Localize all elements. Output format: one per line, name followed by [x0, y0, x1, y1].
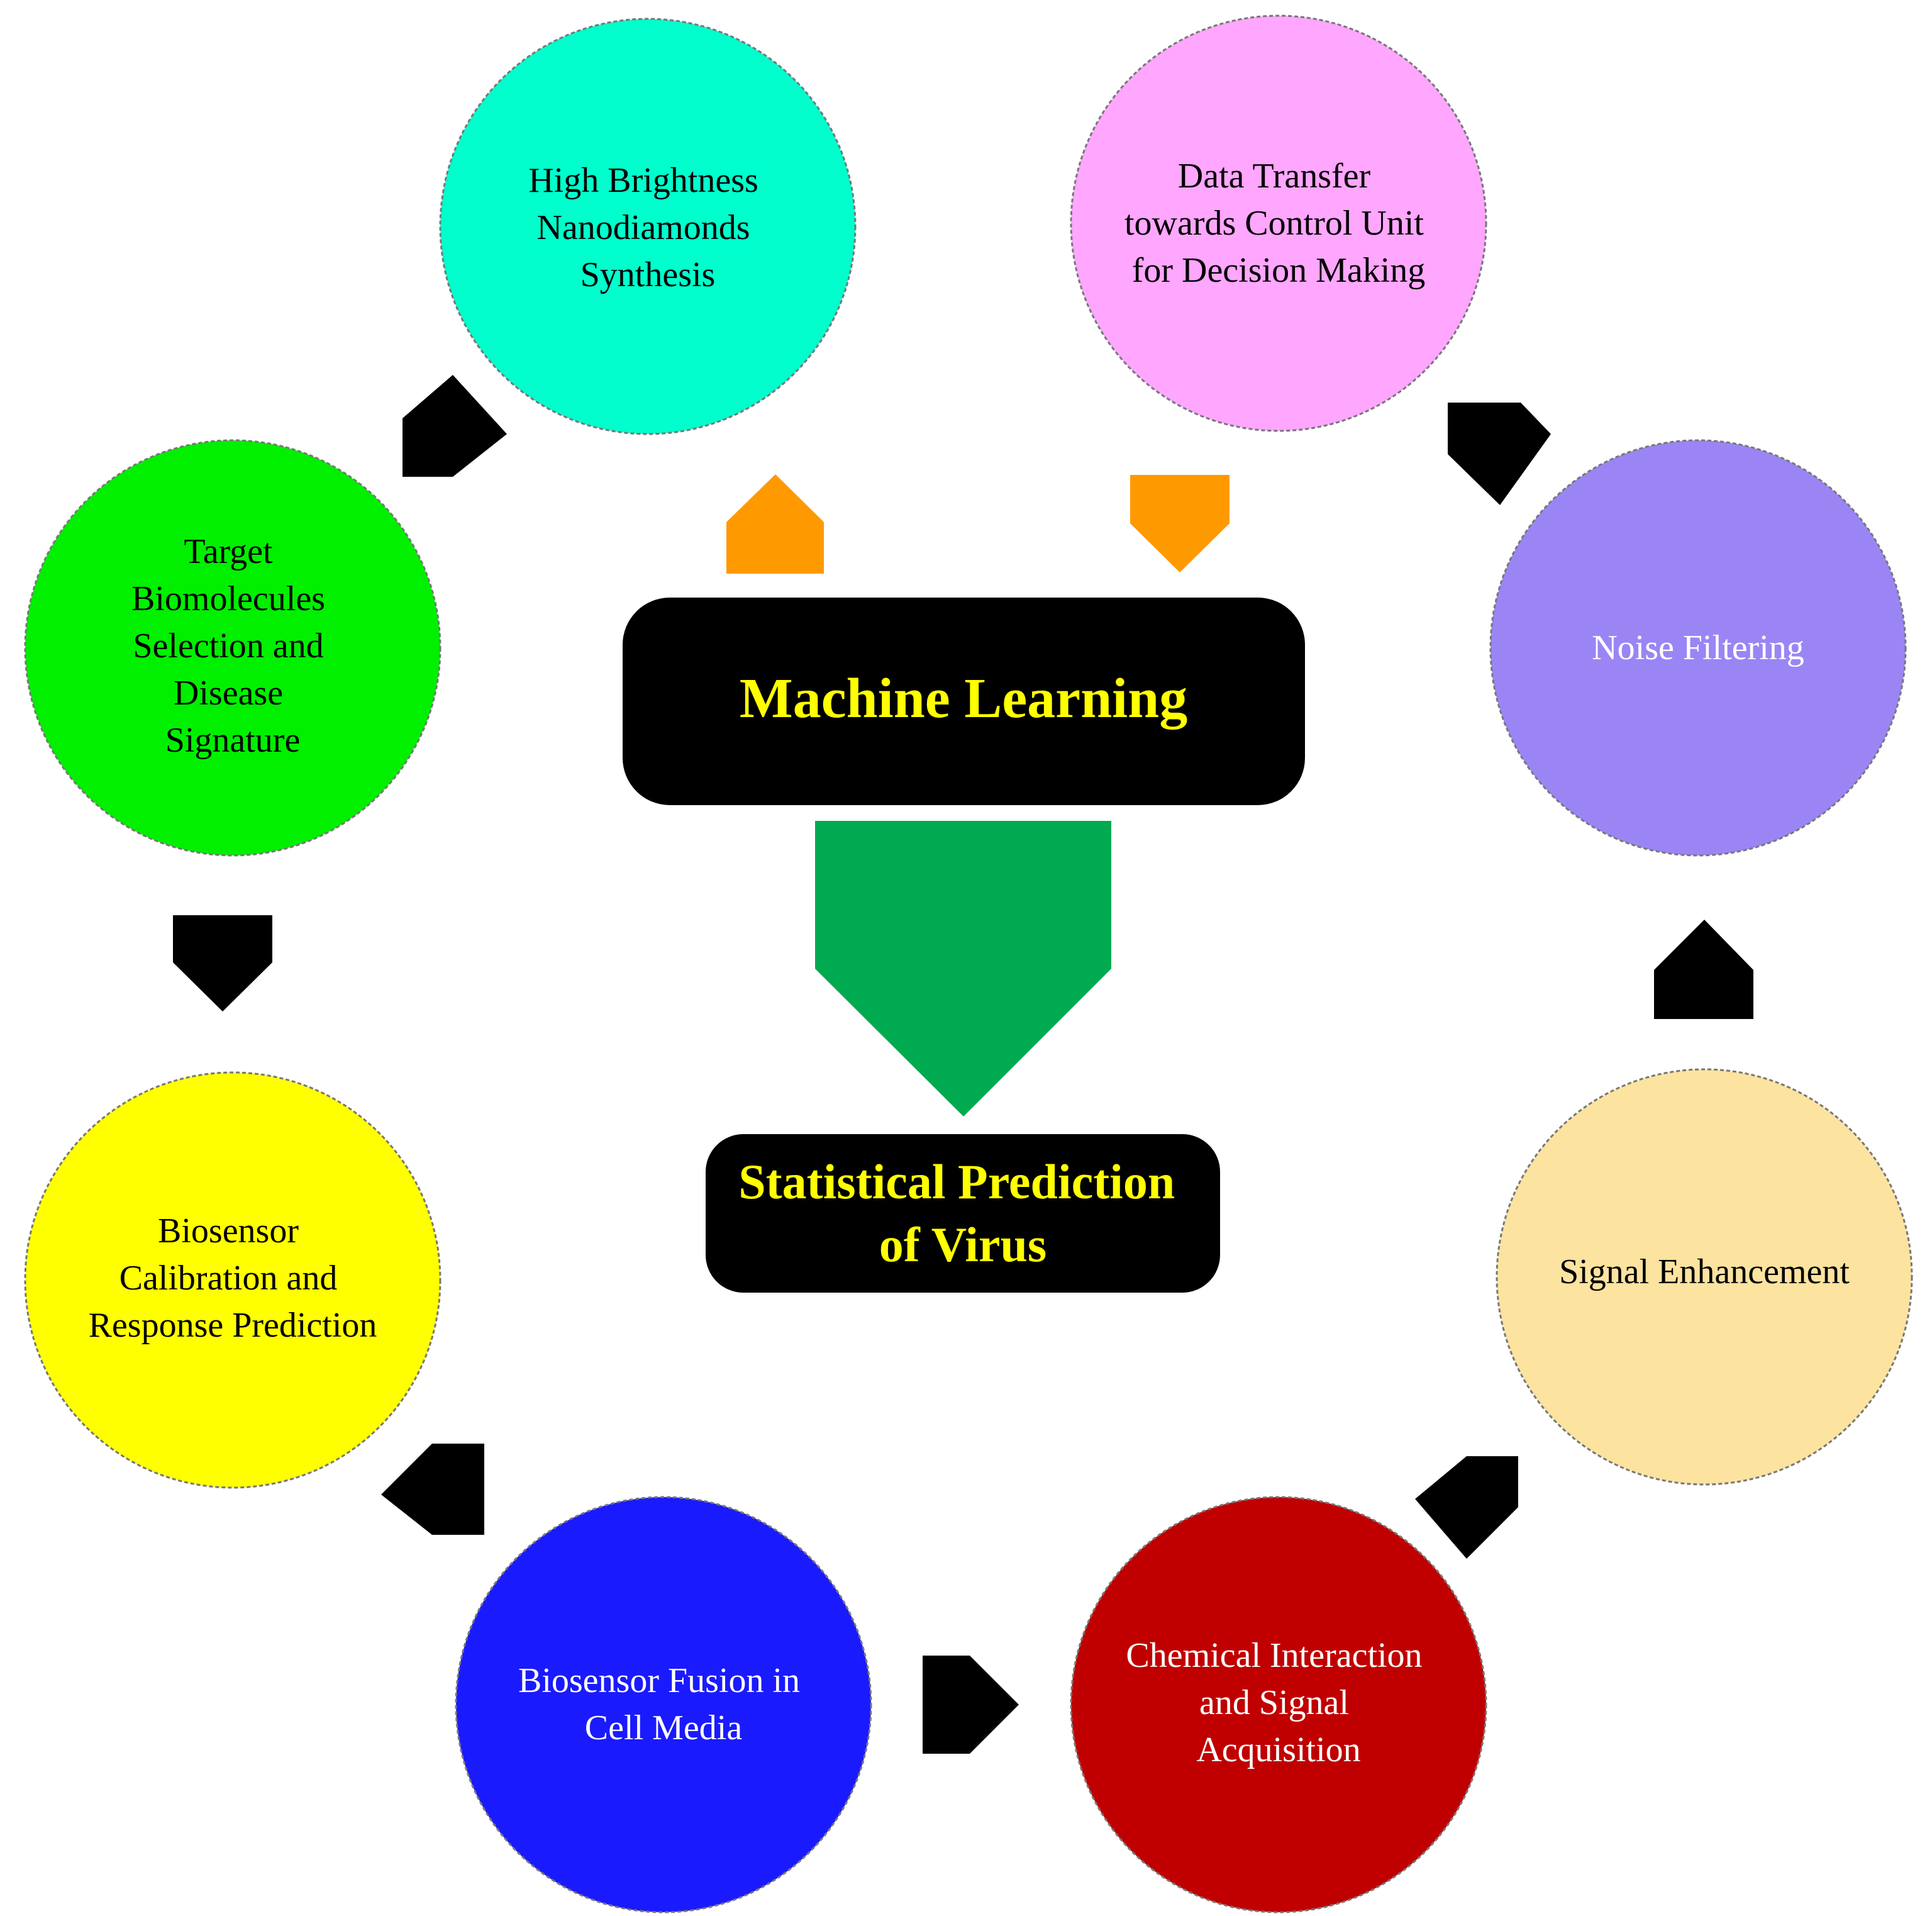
node-nanodiamonds-label: High Brightness Nanodiamonds Synthesis	[528, 161, 767, 294]
node-chemical-interaction-circle	[1070, 1496, 1487, 1913]
node-chemical-interaction-label: Chemical Interaction and Signal Acquisit…	[1126, 1636, 1431, 1769]
node-nanodiamonds-circle	[439, 18, 857, 435]
node-biosensor-fusion: Biosensor Fusion in Cell Media	[455, 1496, 872, 1913]
machine-learning-box: Machine Learning	[623, 598, 1305, 805]
cycle-arrow-target-to-calibration	[173, 915, 272, 1011]
ml-arrow-down-from-data-transfer	[1130, 475, 1230, 572]
cycle-arrow-chemical-to-enhancement	[1415, 1456, 1518, 1559]
cycle-arrows	[173, 375, 1753, 1754]
node-data-transfer-label: Data Transfer towards Control Unit for D…	[1124, 157, 1433, 290]
node-biosensor-fusion-circle	[455, 1496, 872, 1913]
cycle-arrow-calibration-to-fusion	[381, 1444, 484, 1535]
cycle-arrow-enhancement-to-noise	[1654, 920, 1753, 1019]
node-noise-filtering-label: Noise Filtering	[1592, 628, 1804, 667]
node-biosensor-calibration-label: Biosensor Calibration and Response Predi…	[89, 1211, 377, 1345]
node-biosensor-calibration-circle	[24, 1071, 441, 1489]
node-data-transfer: Data Transfer towards Control Unit for D…	[1070, 14, 1487, 432]
node-biosensor-calibration: Biosensor Calibration and Response Predi…	[24, 1071, 441, 1489]
node-nanodiamonds: High Brightness Nanodiamonds Synthesis	[439, 18, 857, 435]
node-signal-enhancement-circle	[1496, 1068, 1913, 1486]
node-target-biomolecules: Target Biomolecules Selection and Diseas…	[24, 439, 441, 857]
node-biosensor-fusion-label: Biosensor Fusion in Cell Media	[518, 1661, 809, 1747]
cycle-arrow-fusion-to-chemical	[923, 1656, 1019, 1754]
statistical-prediction-label: Statistical Prediction of Virus	[738, 1154, 1187, 1272]
node-noise-filtering-circle	[1489, 439, 1907, 857]
node-data-transfer-circle	[1070, 14, 1487, 432]
node-signal-enhancement: Signal Enhancement	[1496, 1068, 1913, 1486]
node-target-biomolecules-label: Target Biomolecules Selection and Diseas…	[131, 532, 334, 760]
node-signal-enhancement-label: Signal Enhancement	[1559, 1252, 1850, 1291]
cycle-arrow-target-to-nanodiamonds	[402, 375, 507, 477]
machine-learning-title: Machine Learning	[740, 667, 1188, 730]
cycle-arrow-datatransfer-to-noise	[1448, 403, 1551, 505]
node-noise-filtering: Noise Filtering	[1489, 439, 1907, 857]
statistical-prediction-box: Statistical Prediction of Virus	[706, 1134, 1220, 1293]
node-chemical-interaction: Chemical Interaction and Signal Acquisit…	[1070, 1496, 1487, 1913]
ml-arrow-up-to-nanodiamonds	[726, 474, 824, 574]
node-target-biomolecules-circle	[24, 439, 441, 857]
ml-arrows	[726, 474, 1230, 574]
prediction-arrow	[815, 821, 1111, 1117]
machine-learning-box-bg	[623, 598, 1305, 805]
statistical-prediction-box-bg	[706, 1134, 1220, 1293]
